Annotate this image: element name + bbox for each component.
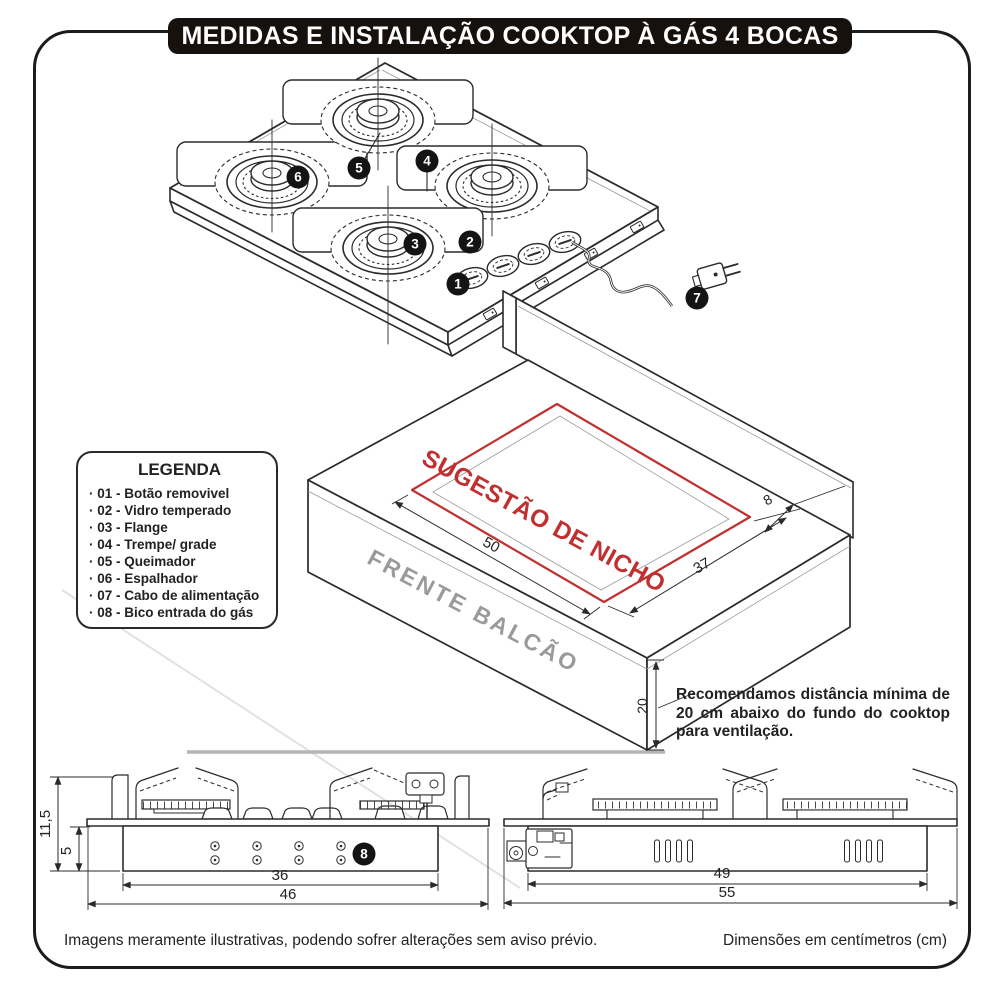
grate-foot xyxy=(111,774,129,820)
wall-left-end xyxy=(502,290,517,355)
svg-text:7: 7 xyxy=(693,291,701,306)
footer-disclaimer: Imagens meramente ilustrativas, podendo … xyxy=(64,932,598,949)
svg-text:37: 37 xyxy=(690,555,713,578)
legend-box: LEGENDA · 01 - Botão removivel · 02 - Vi… xyxy=(76,451,278,629)
svg-text:36: 36 xyxy=(272,867,289,884)
svg-text:20: 20 xyxy=(634,698,650,714)
backsplash-wall xyxy=(502,290,854,539)
callout-7: 7 xyxy=(685,286,709,310)
legend-title: LEGENDA xyxy=(137,460,222,479)
legend-item-01: · 01 - Botão removivel xyxy=(89,486,230,501)
svg-text:6: 6 xyxy=(294,170,302,185)
callout-5: 5 xyxy=(347,156,371,180)
dim-total-width-55: 55 xyxy=(503,828,958,909)
svg-text:2: 2 xyxy=(466,235,474,250)
cooktop-isometric-view: 1 2 3 4 5 6 7 xyxy=(169,57,741,357)
title-banner: MEDIDAS E INSTALAÇÃO COOKTOP À GÁS 4 BOC… xyxy=(168,18,852,54)
footer-units-note: Dimensões em centímetros (cm) xyxy=(723,932,947,949)
power-plug xyxy=(691,262,741,290)
burner-assembly-left xyxy=(542,768,768,820)
svg-text:3: 3 xyxy=(411,237,419,252)
side-view-left: 8 11,5 5 36 46 xyxy=(37,767,490,910)
svg-text:50: 50 xyxy=(480,534,503,557)
legend-item-08: · 08 - Bico entrada do gás xyxy=(89,605,254,620)
dim-body-width-49: 49 xyxy=(527,865,928,891)
svg-text:5: 5 xyxy=(355,161,363,176)
glass-profile xyxy=(86,818,490,827)
svg-text:4: 4 xyxy=(423,154,431,169)
callout-4: 4 xyxy=(415,149,439,173)
callout-8: 8 xyxy=(352,842,376,866)
glass-profile xyxy=(503,818,958,827)
legend-item-04: · 04 - Trempe/ grade xyxy=(89,537,217,552)
legend-item-05: · 05 - Queimador xyxy=(89,554,196,569)
svg-text:46: 46 xyxy=(280,886,297,903)
dim-total-width-46: 46 xyxy=(87,828,489,910)
legend-item-03: · 03 - Flange xyxy=(89,520,168,535)
ventilation-recommendation: Recomendamos distância mínima de 20 cm a… xyxy=(676,686,950,740)
legend-item-02: · 02 - Vidro temperado xyxy=(89,503,232,518)
svg-text:1: 1 xyxy=(454,277,462,292)
dim-total-height: 11,5 xyxy=(37,776,120,872)
svg-text:11,5: 11,5 xyxy=(37,810,54,838)
svg-text:49: 49 xyxy=(714,865,731,882)
niche-depth-outline xyxy=(432,415,730,591)
callout-6: 6 xyxy=(286,165,310,189)
gas-valve-assembly xyxy=(506,828,573,869)
svg-text:8: 8 xyxy=(360,847,368,862)
counter-isometric-view: SUGESTÃO DE NICHO 50 37 8 20 xyxy=(187,290,854,754)
side-view-right: 49 55 xyxy=(503,768,958,909)
svg-text:5: 5 xyxy=(58,847,75,855)
dim-body-height: 5 xyxy=(58,826,90,872)
svg-text:55: 55 xyxy=(719,884,736,901)
burner-assembly-right xyxy=(732,768,958,820)
edge-burner-indicators xyxy=(482,220,645,321)
legend-item-07: · 07 - Cabo de alimentação xyxy=(89,588,260,603)
niche-outline xyxy=(410,402,752,604)
niche-width-dimension: 50 xyxy=(391,494,601,620)
burner-box-profile xyxy=(122,825,439,872)
callout-1: 1 xyxy=(446,272,470,296)
watermark-diagonal-line xyxy=(61,589,521,889)
callout-3: 3 xyxy=(403,232,427,256)
ventilation-clearance-dimension: 20 xyxy=(634,659,695,751)
page-title: MEDIDAS E INSTALAÇÃO COOKTOP À GÁS 4 BOC… xyxy=(181,21,839,50)
legend-item-06: · 06 - Espalhador xyxy=(89,571,198,586)
power-cord xyxy=(571,240,674,307)
recommendation-leader-line xyxy=(657,692,695,709)
callout-5-leader xyxy=(363,132,381,161)
callout-2: 2 xyxy=(458,230,482,254)
dim-body-width-36: 36 xyxy=(122,867,439,891)
